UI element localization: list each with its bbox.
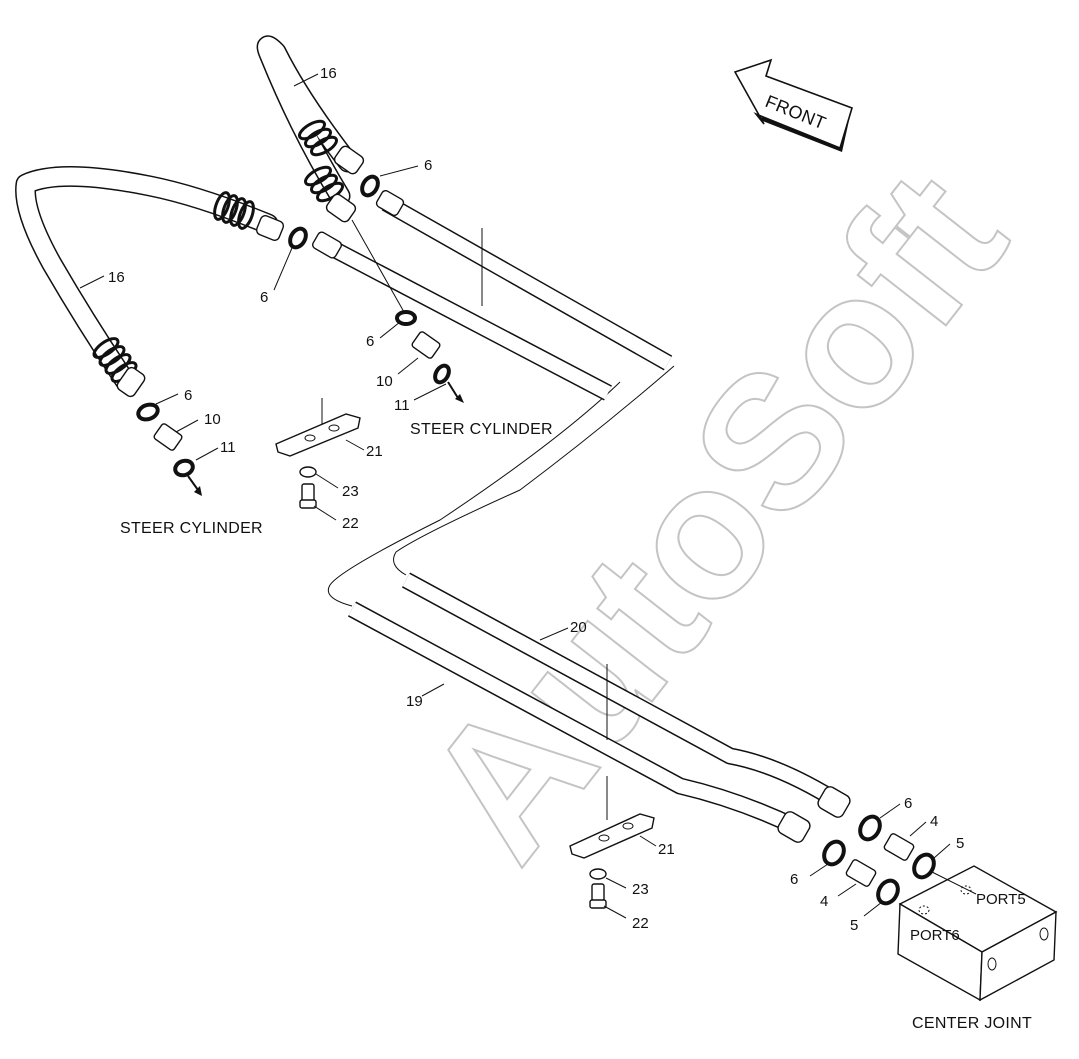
callout-4-cj-upper: 4 [930, 813, 938, 830]
callout-19: 19 [406, 693, 423, 710]
callout-23-upper: 23 [342, 483, 359, 500]
bracket-21-upper [275, 413, 361, 509]
callout-22-upper: 22 [342, 515, 359, 532]
center-joint-fittings [822, 814, 936, 906]
front-arrow: FRONT [733, 58, 853, 152]
callout-21-upper: 21 [366, 443, 383, 460]
callout-23-lower: 23 [632, 881, 649, 898]
callout-16-left: 16 [108, 269, 125, 286]
callout-6-cj-upper: 6 [904, 795, 912, 812]
callout-5-upper: 5 [956, 835, 964, 852]
steer-cylinder-right-caption: STEER CYLINDER [410, 421, 553, 438]
pipe-19 [312, 231, 811, 843]
callout-numbers: 16 6 6 6 16 6 10 11 10 11 21 23 22 20 19… [108, 65, 964, 934]
bracket-21-lower [569, 813, 655, 909]
center-joint-block [897, 865, 1058, 1002]
oring-6-left [136, 402, 160, 422]
callout-6-top: 6 [424, 157, 432, 174]
callout-4-cj-lower: 4 [820, 893, 828, 910]
callout-20: 20 [570, 619, 587, 636]
callout-6-cj-lower: 6 [790, 871, 798, 888]
callout-10-right: 10 [376, 373, 393, 390]
hose-16-upper [256, 35, 365, 223]
callout-16-upper: 16 [320, 65, 337, 82]
oring-6-top [360, 174, 380, 198]
callout-5-lower: 5 [850, 917, 858, 934]
hose-16-left [15, 166, 285, 398]
routing-line-2 [393, 365, 675, 576]
adapter-10-left [153, 423, 202, 496]
callout-6-left: 6 [184, 387, 192, 404]
center-joint-caption: CENTER JOINT [912, 1015, 1032, 1032]
oring-6-mid [288, 226, 308, 250]
callout-6-mid: 6 [260, 289, 268, 306]
steer-cylinder-left-caption: STEER CYLINDER [120, 520, 263, 537]
callout-6-lower: 6 [366, 333, 374, 350]
port6-label: PORT6 [910, 927, 960, 944]
callout-21-lower: 21 [658, 841, 675, 858]
port5-label: PORT5 [976, 891, 1026, 908]
adapter-10-right [411, 331, 464, 403]
callout-11-left: 11 [220, 439, 236, 456]
leader-lines [79, 73, 977, 919]
callout-11-right: 11 [394, 397, 410, 414]
routing-line [327, 381, 621, 607]
pipe-20 [375, 189, 851, 818]
callout-22-lower: 22 [632, 915, 649, 932]
callout-10-left: 10 [204, 411, 221, 428]
oring-6-lower [395, 310, 417, 326]
